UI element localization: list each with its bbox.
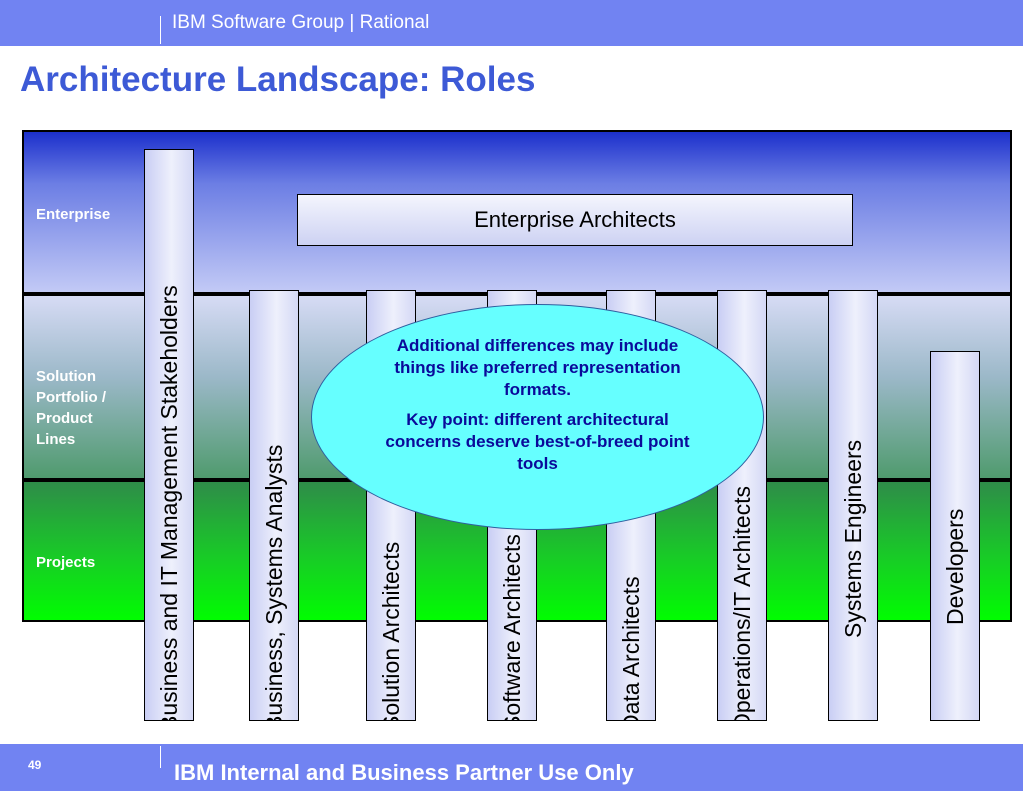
enterprise-architects-box: Enterprise Architects bbox=[297, 194, 853, 246]
callout-text-1: Additional differences may include thing… bbox=[394, 336, 681, 399]
header-bar bbox=[0, 0, 1023, 46]
projects-label: Projects bbox=[36, 554, 96, 571]
header-separator bbox=[160, 16, 161, 44]
role-bar-management-stakeholders: Business and IT Management Stakeholders bbox=[144, 149, 194, 721]
role-bar-business-analysts: Business, Systems Analysts bbox=[249, 290, 299, 721]
footer-separator bbox=[160, 746, 161, 768]
callout-text-2: Key point: different architectural conce… bbox=[385, 410, 690, 473]
callout-ellipse: Additional differences may include thing… bbox=[311, 304, 764, 530]
role-label: Business and IT Management Stakeholders bbox=[155, 285, 182, 721]
role-label: Business, Systems Analysts bbox=[260, 444, 287, 721]
role-label: Developers bbox=[941, 508, 968, 625]
page-number: 49 bbox=[28, 758, 42, 772]
solution-label: Solution Portfolio / Product Lines bbox=[36, 368, 106, 448]
footer-bar bbox=[0, 744, 1023, 791]
header-text: IBM Software Group | Rational bbox=[172, 12, 430, 33]
role-label: Software Architects bbox=[498, 534, 525, 721]
footer-text: IBM Internal and Business Partner Use On… bbox=[174, 760, 634, 785]
enterprise-label: Enterprise bbox=[36, 206, 111, 223]
role-label: Operations/IT Architects bbox=[728, 485, 755, 721]
role-bar-developers: Developers bbox=[930, 351, 980, 721]
role-label: Data Architects bbox=[617, 576, 644, 721]
slide-title: Architecture Landscape: Roles bbox=[20, 60, 536, 99]
role-bar-systems-engineers: Systems Engineers bbox=[828, 290, 878, 721]
role-label: Solution Architects bbox=[377, 541, 404, 721]
role-label: Systems Engineers bbox=[839, 439, 866, 638]
